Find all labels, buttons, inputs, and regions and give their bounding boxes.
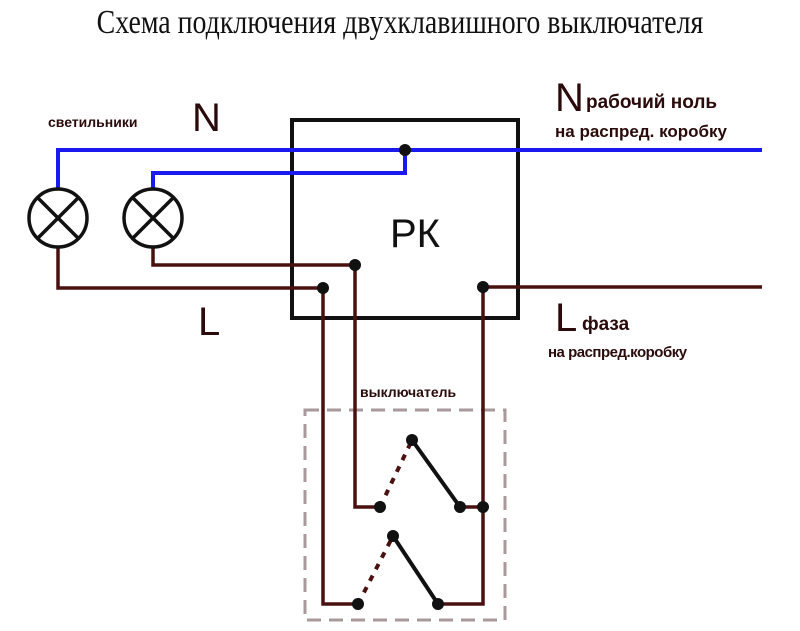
neutral-right-label: N bbox=[555, 76, 584, 120]
phase-right-desc: фаза bbox=[582, 314, 630, 335]
neutral-right-sub: на распред. коробку bbox=[555, 122, 727, 141]
phase-wires bbox=[56, 247, 762, 606]
phase-left-label: L bbox=[198, 300, 221, 344]
switch-key-2 bbox=[356, 534, 440, 606]
phase-right-sub: на распред.коробку bbox=[548, 344, 687, 361]
neutral-left-label: N bbox=[192, 96, 221, 140]
lamp-1 bbox=[27, 187, 89, 249]
junction-box-label: РК bbox=[390, 212, 440, 256]
neutral-wires bbox=[56, 148, 762, 190]
switch-box bbox=[303, 408, 507, 622]
phase-right-label: L bbox=[555, 296, 578, 340]
switch-label: выключатель bbox=[360, 384, 457, 400]
junction-box bbox=[290, 118, 520, 320]
connection-dots bbox=[317, 144, 489, 610]
lamp-2 bbox=[122, 187, 184, 249]
neutral-right-desc: рабочий ноль bbox=[586, 92, 718, 113]
diagram-title: Схема подключения двухклавишного выключа… bbox=[96, 4, 704, 41]
lamps-label: светильники bbox=[48, 114, 138, 130]
switch-key-1 bbox=[378, 438, 462, 509]
